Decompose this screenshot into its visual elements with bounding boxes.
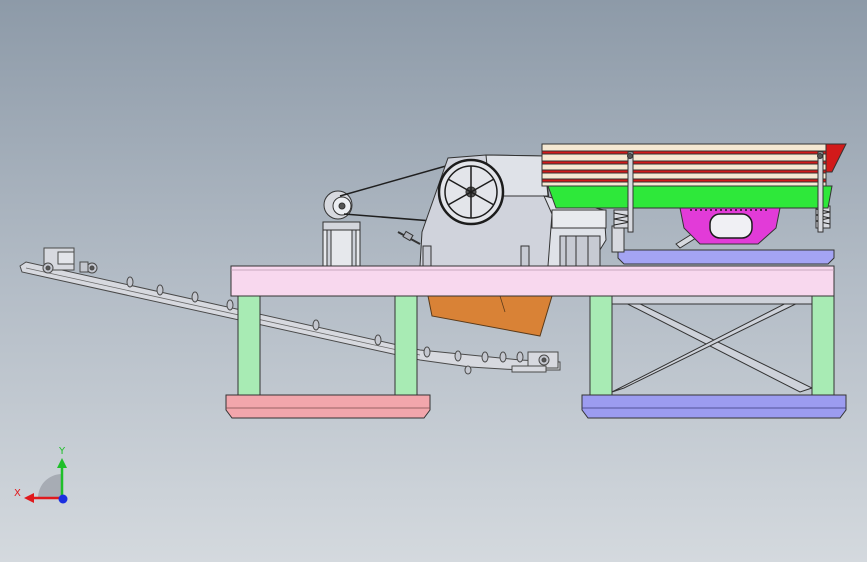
right-leg-outer (589, 295, 613, 397)
screen-base (617, 249, 835, 265)
screen-deck-2 (541, 153, 827, 162)
conveyor (19, 247, 561, 375)
screen-green-deck (547, 185, 833, 209)
left-skid (225, 394, 431, 419)
right-support (581, 295, 847, 419)
screen-deck-1 (541, 143, 827, 152)
triad-xy-plane (38, 474, 62, 498)
right-bracing (611, 295, 814, 393)
right-skid (581, 394, 847, 419)
right-leg-inner (811, 295, 835, 397)
jaw-crusher (397, 154, 607, 267)
triad-z-axis (58, 494, 68, 504)
screen-deck-3 (541, 163, 827, 171)
left-leg-inner (394, 295, 418, 397)
triad-x-label: X (14, 488, 21, 499)
coordinate-triad: Y X (14, 446, 68, 504)
crusher-adjuster (397, 230, 421, 245)
motor-assembly (322, 190, 361, 267)
left-support (225, 295, 431, 419)
crusher-flywheel (437, 158, 505, 226)
discharge-chute (427, 295, 553, 337)
screen-feed-end (825, 143, 847, 173)
screen-deck-4 (541, 172, 827, 180)
frame-top-beam (230, 265, 835, 297)
left-leg-outer (237, 295, 261, 397)
conveyor-idlers (126, 276, 524, 375)
vibrating-screen (541, 143, 847, 249)
triad-y-label: Y (58, 446, 66, 457)
screen-vibrator-window (709, 213, 753, 239)
